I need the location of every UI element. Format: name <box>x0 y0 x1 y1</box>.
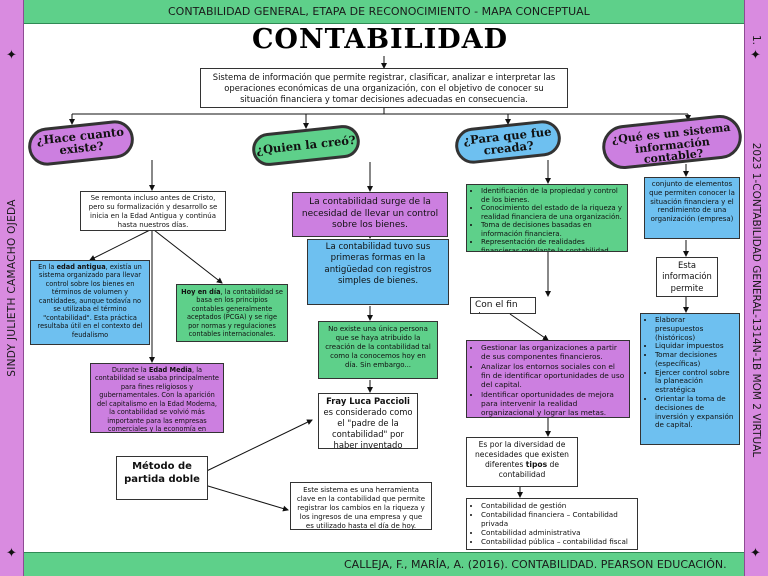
para-que-list: Identificación de la propiedad y control… <box>471 187 623 251</box>
permite-list: Elaborar presupuestos (históricos)Liquid… <box>645 315 735 430</box>
tipo-item: Contabilidad pública – contabilidad fisc… <box>481 537 633 546</box>
tipo-item: Contabilidad de gestión <box>481 501 633 510</box>
edad-antigua-bold: edad antigua <box>56 263 106 271</box>
fin-item: Identificar oportunidades de mejora para… <box>481 390 625 417</box>
edad-media-post: , la contabilidad se usaba principalment… <box>95 366 219 433</box>
hoy-bold: Hoy en día <box>181 288 221 296</box>
fray-bold: Fray Luca Paccioli <box>326 396 410 406</box>
permite-list-box: Elaborar presupuestos (históricos)Liquid… <box>640 313 740 445</box>
hoy-post: , la contabilidad se basa en los princip… <box>186 288 283 339</box>
para-que-item: Conocimiento del estado de la riqueza y … <box>481 204 623 221</box>
right-side-bar <box>744 0 768 576</box>
tipos-list-box: Contabilidad de gestiónContabilidad fina… <box>466 498 638 550</box>
conjunto-box: conjunto de elementos que permiten conoc… <box>644 177 740 239</box>
diversidad-post: de contabilidad <box>498 459 560 479</box>
permite-item: Liquidar impuestos <box>655 342 735 351</box>
primeras-formas-box: La contabilidad tuvo sus primeras formas… <box>307 239 449 305</box>
footer-text: CALLEJA, F., MARÍA, A. (2016). CONTABILI… <box>344 558 727 571</box>
tipos-list: Contabilidad de gestiónContabilidad fina… <box>471 501 633 546</box>
left-side-bar <box>0 0 24 576</box>
fin-item: Gestionar las organizaciones a partir de… <box>481 343 625 362</box>
permite-item: Orientar la toma de decisiones de invers… <box>655 394 735 430</box>
edad-antigua-post: , existía un sistema organizado para lle… <box>37 263 143 339</box>
hoy-en-dia-box: Hoy en día, la contabilidad se basa en l… <box>176 284 288 342</box>
edad-media-pre: Durante la <box>111 366 147 374</box>
herramienta-box: Este sistema es una herramienta clave en… <box>290 482 432 530</box>
surge-box: La contabilidad surge de la necesidad de… <box>292 192 448 237</box>
tipo-item: Contabilidad administrativa <box>481 528 633 537</box>
permite-item: Ejercer control sobre la planeación estr… <box>655 368 735 395</box>
partida-doble-box: Método de partida doble <box>116 456 208 500</box>
fin-list: Gestionar las organizaciones a partir de… <box>471 343 625 417</box>
header-text: CONTABILIDAD GENERAL, ETAPA DE RECONOCIM… <box>168 5 590 18</box>
fray-post: es considerado como el "padre de la cont… <box>323 406 413 449</box>
diversidad-box: Es por la diversidad de necesidades que … <box>466 437 578 487</box>
definition-box: Sistema de información que permite regis… <box>200 68 568 108</box>
origen-box: Se remonta incluso antes de Cristo, pero… <box>80 191 226 231</box>
esta-info-box: Esta información permite <box>656 257 718 297</box>
fray-luca-box: Fray Luca Paccioli es considerado como e… <box>318 393 418 449</box>
para-que-list-box: Identificación de la propiedad y control… <box>466 184 628 252</box>
star-icon: ✦ <box>6 546 17 561</box>
para-que-item: Toma de decisiones basadas en informació… <box>481 221 623 238</box>
para-que-item: Representación de realidades financieras… <box>481 238 623 251</box>
edad-antigua-pre: En la <box>38 263 55 271</box>
diversidad-pre: Es por la diversidad de necesidades que … <box>474 440 569 469</box>
tipo-item: Contabilidad financiera – Contabilidad p… <box>481 510 633 528</box>
star-icon: ✦ <box>750 48 761 63</box>
fin-list-box: Gestionar las organizaciones a partir de… <box>466 340 630 418</box>
star-icon: ✦ <box>750 546 761 561</box>
edad-media-box: Durante la Edad Media, la contabilidad s… <box>90 363 224 433</box>
star-icon: ✦ <box>6 48 17 63</box>
header-bar: CONTABILIDAD GENERAL, ETAPA DE RECONOCIM… <box>0 0 768 24</box>
footer-bar: CALLEJA, F., MARÍA, A. (2016). CONTABILI… <box>0 552 768 576</box>
para-que-item: Identificación de la propiedad y control… <box>481 187 623 204</box>
con-el-fin-box: Con el fin de <box>470 297 536 314</box>
permite-item: Tomar decisiones (específicas) <box>655 350 735 369</box>
fin-item: Analizar los entornos sociales con el fi… <box>481 362 625 390</box>
no-existe-box: No existe una única persona que se haya … <box>318 321 438 379</box>
edad-antigua-box: En la edad antigua, existía un sistema o… <box>30 260 150 345</box>
edad-media-bold: Edad Media <box>148 366 192 374</box>
permite-item: Elaborar presupuestos (históricos) <box>655 315 735 342</box>
diversidad-bold: tipos <box>525 459 548 469</box>
main-title: CONTABILIDAD <box>251 24 509 55</box>
